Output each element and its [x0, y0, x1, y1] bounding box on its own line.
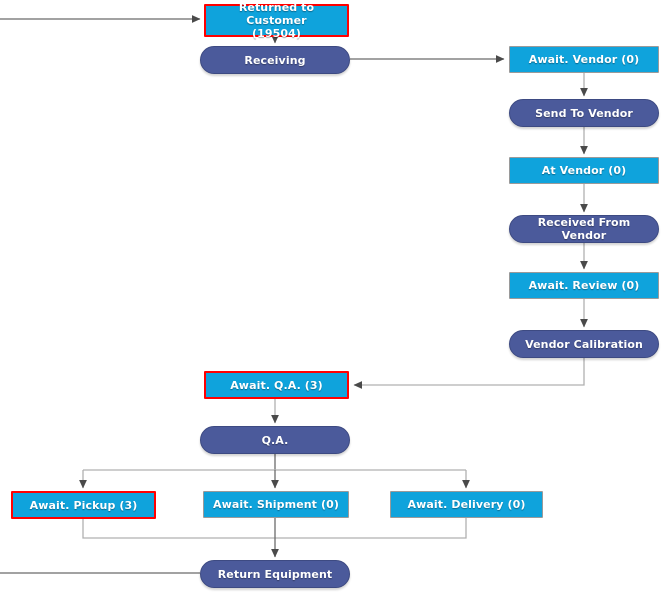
node-label-received-from-vendor: Received From Vendor — [537, 216, 631, 242]
node-label-qa: Q.A. — [261, 433, 289, 447]
edge-await-delivery-to-return — [275, 518, 467, 539]
node-label-at-vendor: At Vendor (0) — [541, 164, 627, 177]
node-label-returned-to-customer: Returned to Customer(19504) — [238, 1, 315, 40]
node-vendor-calibration[interactable]: Vendor Calibration — [509, 330, 659, 358]
node-returned-to-customer[interactable]: Returned to Customer(19504) — [204, 1, 349, 40]
node-await-delivery[interactable]: Await. Delivery (0) — [390, 491, 543, 518]
node-return-equipment[interactable]: Return Equipment — [200, 560, 350, 588]
node-label-await-pickup: Await. Pickup (3) — [29, 498, 138, 512]
node-label-await-shipment: Await. Shipment (0) — [213, 498, 339, 511]
node-await-shipment[interactable]: Await. Shipment (0) — [203, 491, 349, 518]
edge-await-pickup-to-return — [82, 519, 275, 539]
node-await-vendor[interactable]: Await. Vendor (0) — [509, 46, 659, 73]
node-label-return-equipment: Return Equipment — [217, 567, 333, 581]
node-label-await-delivery: Await. Delivery (0) — [407, 498, 526, 511]
node-await-qa[interactable]: Await. Q.A. (3) — [204, 371, 349, 399]
node-label-await-vendor: Await. Vendor (0) — [528, 53, 640, 66]
node-label-await-review: Await. Review (0) — [528, 279, 640, 292]
node-send-to-vendor[interactable]: Send To Vendor — [509, 99, 659, 127]
node-label-vendor-calibration: Vendor Calibration — [525, 337, 643, 351]
node-await-review[interactable]: Await. Review (0) — [509, 272, 659, 299]
node-label-receiving: Receiving — [244, 53, 306, 67]
node-await-pickup[interactable]: Await. Pickup (3) — [11, 491, 156, 519]
node-receiving[interactable]: Receiving — [200, 46, 350, 74]
edge-calibration-to-await-qa — [353, 358, 585, 389]
node-received-from-vendor[interactable]: Received From Vendor — [509, 215, 659, 243]
node-label-send-to-vendor: Send To Vendor — [535, 106, 633, 120]
node-qa[interactable]: Q.A. — [200, 426, 350, 454]
node-at-vendor[interactable]: At Vendor (0) — [509, 157, 659, 184]
node-label-await-qa: Await. Q.A. (3) — [230, 378, 323, 392]
